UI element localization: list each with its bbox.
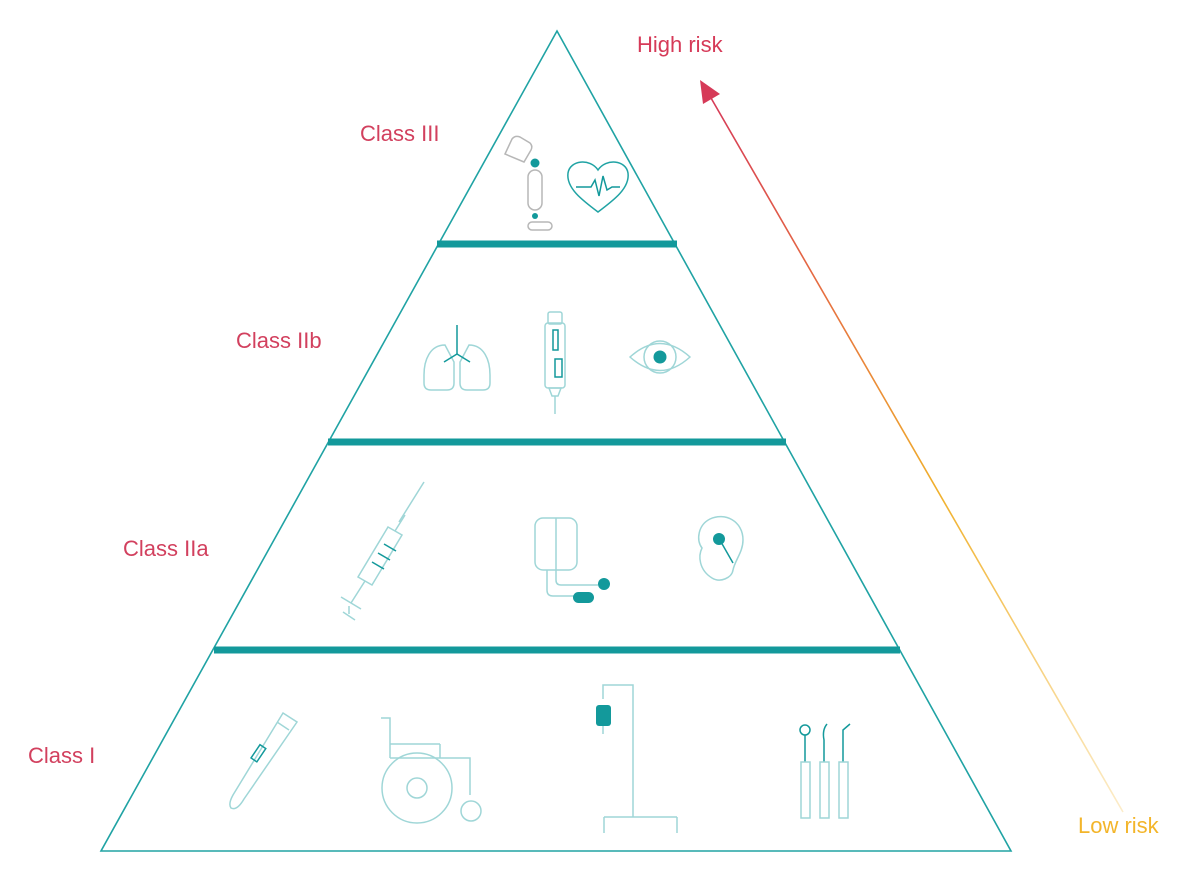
risk-arrowhead-icon [700, 80, 720, 104]
tier-label-class-iia: Class IIa [123, 536, 209, 561]
tier-label-class-iib: Class IIb [236, 328, 322, 353]
heart-monitor-icon [567, 161, 629, 213]
eye-lens-icon [628, 340, 692, 374]
insulin-pen-icon [544, 311, 566, 414]
tier-label-class-i: Class I [28, 743, 96, 768]
tier-dividers [214, 240, 900, 654]
syringe-icon [340, 481, 425, 621]
thermometer-icon [229, 711, 299, 810]
risk-arrow [700, 80, 1124, 813]
defibrillator-lead-icon [503, 135, 553, 231]
low-risk-label: Low risk [1078, 813, 1159, 838]
tier-label-class-iii: Class III [360, 121, 440, 146]
dental-instruments-icon [799, 723, 851, 819]
wheelchair-icon [381, 717, 482, 824]
high-risk-label: High risk [637, 32, 723, 57]
hearing-aid-icon [697, 515, 744, 581]
blood-pressure-monitor-icon [534, 517, 610, 603]
lungs-ventilator-icon [423, 325, 491, 391]
iv-stand-icon [596, 684, 678, 833]
risk-arrow-line [710, 97, 1124, 813]
